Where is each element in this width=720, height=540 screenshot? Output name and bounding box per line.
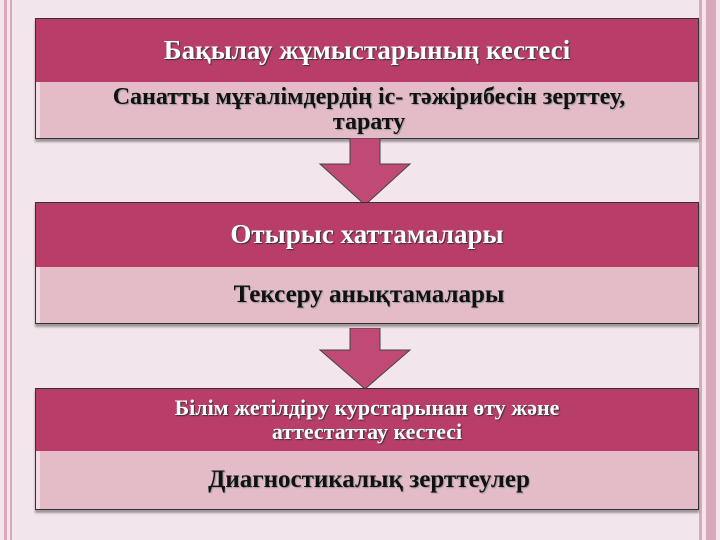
right-border-line bbox=[699, 0, 702, 540]
step-title: Бақылау жұмыстарының кестесі bbox=[36, 19, 698, 82]
right-border-band bbox=[706, 0, 716, 540]
left-border-line bbox=[10, 0, 12, 540]
step-detail: Диагностикалық зерттеулер bbox=[36, 451, 698, 509]
step-title: Білім жетілдіру курстарынан өту және атт… bbox=[36, 389, 698, 451]
left-border-line bbox=[4, 0, 7, 540]
step-box-2: Отырыс хаттамалары Тексеру анықтамалары bbox=[35, 202, 699, 324]
step-box-3: Білім жетілдіру курстарынан өту және атт… bbox=[35, 388, 699, 510]
step-title: Отырыс хаттамалары bbox=[36, 203, 698, 267]
down-arrow-icon bbox=[318, 138, 412, 206]
step-detail: Санатты мұғалімдердің іс- тәжірибесін зе… bbox=[36, 82, 698, 138]
step-detail: Тексеру анықтамалары bbox=[36, 267, 698, 323]
down-arrow-icon bbox=[318, 328, 412, 390]
step-box-1: Бақылау жұмыстарының кестесі Санатты мұғ… bbox=[35, 18, 699, 139]
